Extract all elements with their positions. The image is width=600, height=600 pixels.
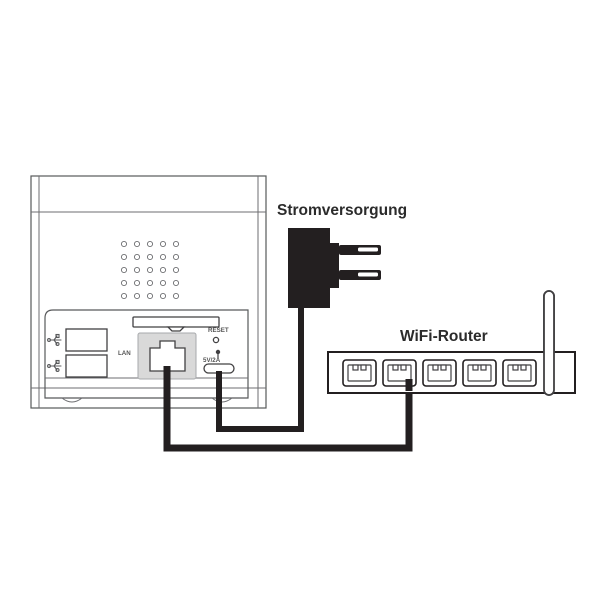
rj45-jack-shape	[149, 340, 186, 372]
power-jack[interactable]	[203, 349, 235, 374]
usb-icon	[47, 333, 62, 347]
lan-cable-plug	[405, 379, 413, 391]
port-panel-recess	[44, 309, 249, 399]
usb-port-top[interactable]	[65, 328, 108, 352]
power-supply-label: Stromversorgung	[277, 202, 407, 219]
router-port-3[interactable]	[422, 359, 457, 387]
wifi-router-label: WiFi-Router	[400, 328, 488, 345]
usb-icon	[47, 359, 62, 373]
sd-slot-tab	[166, 326, 186, 332]
plug-prong-top-highlight	[358, 247, 378, 252]
router-port-5[interactable]	[502, 359, 537, 387]
lan-port-label: LAN	[118, 350, 131, 357]
router-port-4[interactable]	[462, 359, 497, 387]
power-glyph-icon	[215, 349, 221, 355]
wifi-router	[327, 290, 576, 396]
antenna-icon-overlay	[543, 290, 555, 396]
vent-grid	[120, 240, 180, 300]
power-adapter	[288, 228, 381, 308]
router-port-1[interactable]	[342, 359, 377, 387]
device-outer-shell	[30, 175, 267, 409]
adapter-body	[288, 228, 339, 308]
sd-card-slot[interactable]	[132, 316, 220, 332]
plug-prong-bottom-highlight	[358, 272, 378, 277]
lan-cable-device-plug	[163, 366, 171, 380]
lan-cable	[163, 375, 413, 452]
power-cable	[216, 305, 304, 432]
reset-label: RESET	[208, 327, 229, 334]
nas-device: LAN RESET 5V/2A	[30, 175, 267, 409]
device-foot-left	[61, 397, 83, 403]
reset-pinhole[interactable]	[212, 336, 220, 344]
usb-port-bottom[interactable]	[65, 354, 108, 378]
power-rating-label: 5V/2A	[203, 357, 221, 364]
usb-port-group	[47, 328, 108, 378]
